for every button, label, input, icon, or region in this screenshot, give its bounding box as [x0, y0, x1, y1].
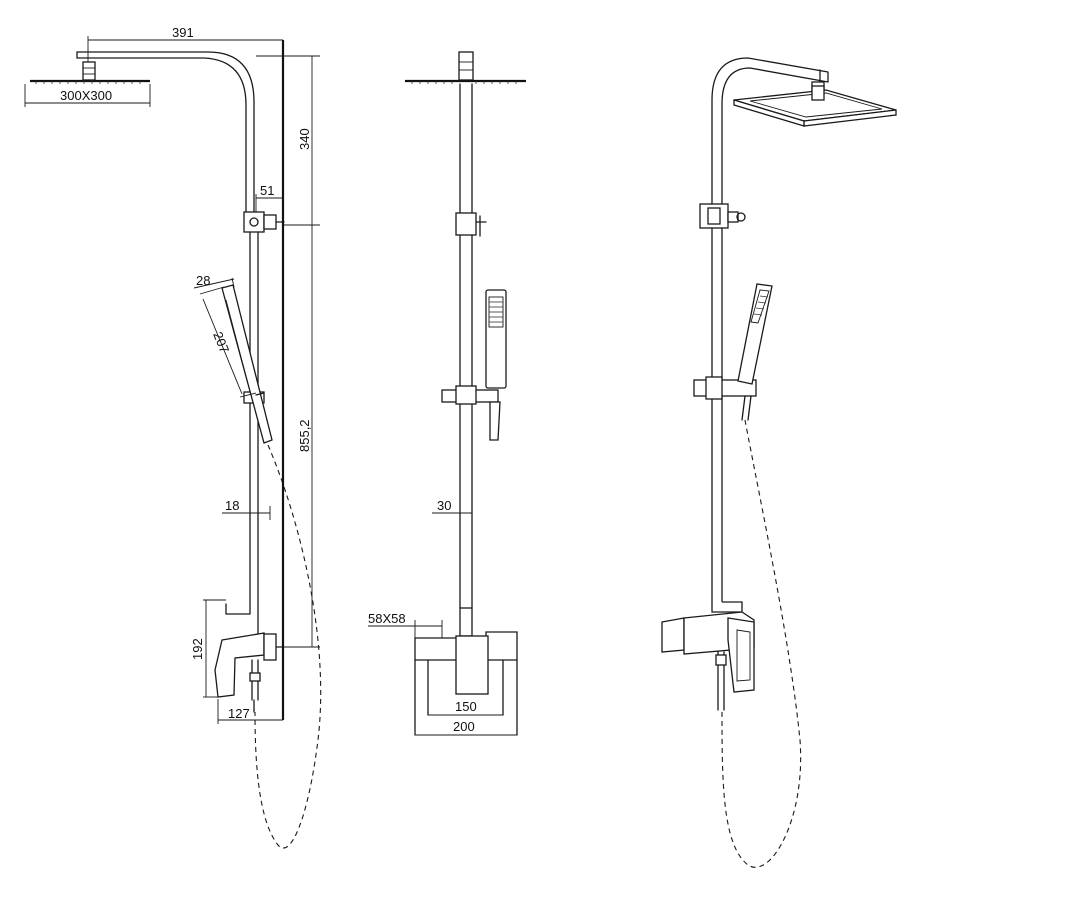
side-diverter-bracket [243, 211, 285, 233]
side-dimension-labels: 391 300X300 340 51 28 207 855,2 18 192 1… [60, 25, 312, 721]
front-mixer [414, 631, 518, 736]
dim-hand-width: 28 [196, 273, 210, 288]
side-view: 391 300X300 340 51 28 207 855,2 18 192 1… [24, 25, 322, 849]
front-dimension-labels: 30 58X58 150 200 [368, 498, 477, 734]
front-view: 30 58X58 150 200 [368, 51, 526, 736]
side-shower-head [30, 61, 150, 84]
iso-hand-shower [737, 283, 773, 421]
dim-mixer-width: 200 [453, 719, 475, 734]
side-mixer [214, 599, 285, 713]
dim-hand-length: 207 [210, 330, 232, 356]
iso-mixer [661, 601, 755, 711]
dim-pipe-offset: 18 [225, 498, 239, 513]
side-shower-arm [76, 51, 255, 213]
side-hose [254, 444, 322, 849]
dim-pipe-diameter: 30 [437, 498, 451, 513]
dim-upper-height: 340 [297, 128, 312, 150]
iso-column [693, 203, 757, 603]
front-column [455, 83, 487, 637]
isometric-view [661, 57, 897, 868]
dim-column-height: 855,2 [297, 419, 312, 452]
front-hand-shower [441, 289, 507, 441]
dim-inlet-spacing: 150 [455, 699, 477, 714]
iso-hose [721, 419, 802, 868]
side-dimensions [24, 36, 320, 724]
side-hand-shower [221, 284, 273, 444]
front-dimensions [368, 506, 517, 736]
iso-shower-arm [711, 57, 829, 209]
iso-shower-head [733, 85, 897, 127]
dim-head-size: 300X300 [60, 88, 112, 103]
dim-mixer-height: 192 [190, 638, 205, 660]
dim-bracket-offset: 51 [260, 183, 274, 198]
dim-arm-reach: 391 [172, 25, 194, 40]
dim-mixer-body: 58X58 [368, 611, 406, 626]
front-shower-head [405, 51, 526, 84]
dim-mixer-depth: 127 [228, 706, 250, 721]
